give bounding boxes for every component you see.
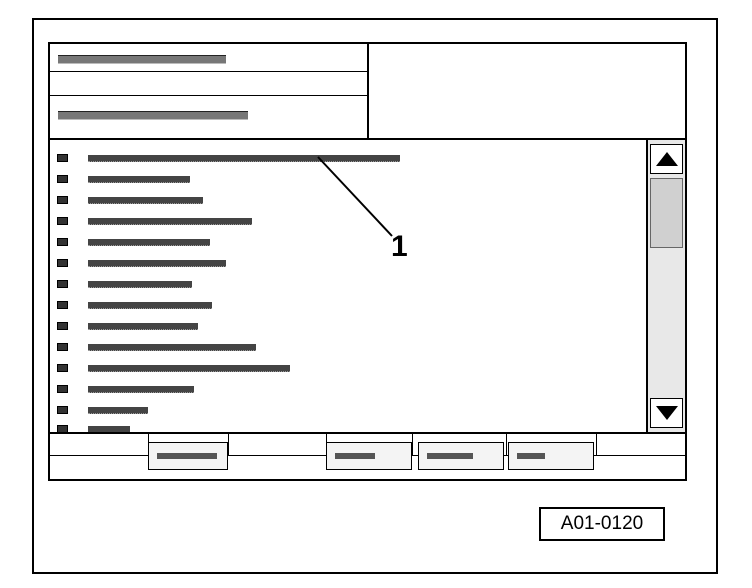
soft-button-3-label	[427, 453, 473, 459]
list-item-label	[88, 197, 203, 204]
list-item-label	[88, 407, 148, 414]
list-item[interactable]	[50, 171, 646, 189]
list-item-label	[88, 344, 256, 351]
list-item-label	[88, 323, 198, 330]
list-item[interactable]	[50, 360, 646, 378]
header-subtitle-row	[50, 96, 367, 138]
list-item[interactable]	[50, 150, 646, 168]
scroll-down-button[interactable]	[650, 398, 683, 428]
figure-code-label: A01-0120	[539, 507, 665, 541]
soft-button-2-label	[335, 453, 375, 459]
soft-button-1-label	[157, 453, 217, 459]
header-right-panel	[369, 44, 685, 140]
header-title-text	[58, 55, 226, 64]
list-item[interactable]	[50, 255, 646, 273]
list-item[interactable]	[50, 192, 646, 210]
button-slot-divider	[228, 434, 229, 455]
list-item[interactable]	[50, 339, 646, 357]
button-slot-divider	[506, 434, 507, 455]
list-item[interactable]	[50, 297, 646, 315]
list-scrollbar[interactable]	[646, 140, 685, 432]
list-bullet-icon	[57, 175, 68, 183]
button-slot-divider	[596, 434, 597, 455]
tester-screen	[48, 42, 687, 481]
button-slot-divider	[412, 434, 413, 455]
list-item-label	[88, 365, 290, 372]
list-item-label	[88, 302, 212, 309]
callout-number: 1	[391, 230, 408, 263]
list-bullet-icon	[57, 259, 68, 267]
function-list	[50, 140, 646, 433]
list-item[interactable]	[50, 276, 646, 294]
list-item-label	[88, 260, 226, 267]
scroll-up-button[interactable]	[650, 144, 683, 174]
list-bullet-icon	[57, 217, 68, 225]
scroll-thumb[interactable]	[650, 178, 683, 248]
list-item[interactable]	[50, 213, 646, 231]
list-bullet-icon	[57, 154, 68, 162]
list-bullet-icon	[57, 385, 68, 393]
list-item-label	[88, 155, 400, 162]
list-bullet-icon	[57, 196, 68, 204]
list-bullet-icon	[57, 301, 68, 309]
list-bullet-icon	[57, 343, 68, 351]
triangle-down-icon	[656, 406, 678, 420]
header-subtitle-text	[58, 111, 248, 120]
header-info-panel	[50, 44, 369, 140]
triangle-up-icon	[656, 152, 678, 166]
header-empty-row	[50, 72, 367, 96]
list-item[interactable]	[50, 318, 646, 336]
list-bullet-icon	[57, 238, 68, 246]
soft-button-4[interactable]	[508, 442, 594, 470]
list-item[interactable]	[50, 402, 646, 420]
list-item[interactable]	[50, 381, 646, 399]
list-bullet-icon	[57, 280, 68, 288]
list-item-label	[88, 176, 190, 183]
list-item-label	[88, 239, 210, 246]
list-item-label	[88, 218, 252, 225]
list-item-label	[88, 281, 192, 288]
list-item-label	[88, 386, 194, 393]
soft-button-1[interactable]	[148, 442, 228, 470]
soft-button-3[interactable]	[418, 442, 504, 470]
list-bullet-icon	[57, 364, 68, 372]
list-bullet-icon	[57, 406, 68, 414]
list-item[interactable]	[50, 234, 646, 252]
list-bullet-icon	[57, 322, 68, 330]
soft-button-bar	[50, 432, 685, 479]
soft-button-4-label	[517, 453, 545, 459]
header-title-row	[50, 44, 367, 72]
soft-button-2[interactable]	[326, 442, 412, 470]
